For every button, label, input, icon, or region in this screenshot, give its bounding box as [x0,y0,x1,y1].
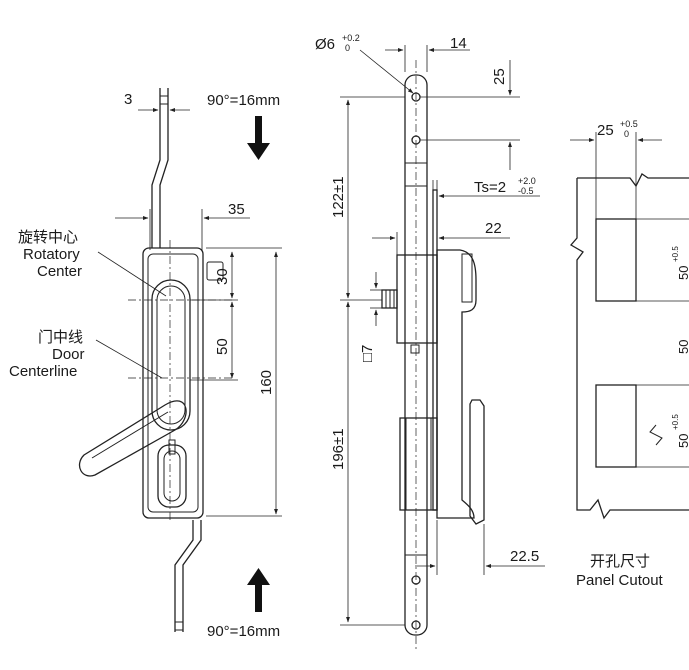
ts-tolerance-upper: +2.0 [518,176,536,186]
door-centerline-label-cn: 门中线 [38,329,83,346]
front-view [79,88,282,632]
motion-arrow-down [247,116,270,160]
cutout-view [569,132,689,520]
cutout-upper-tol: +0.5 [671,246,680,262]
dim-160: 160 [258,370,275,395]
rotary-center-label-cn: 旋转中心 [18,229,78,246]
dim-square-7: □7 [359,345,376,362]
dim-196: 196±1 [330,428,347,470]
dim-22-5: 22.5 [510,548,539,565]
cutout-upper-height: 50 [676,266,689,280]
dim-50-front: 50 [214,338,231,355]
dim-122: 122±1 [330,176,347,218]
door-centerline-label-en2: Centerline [9,363,77,380]
cutout-spacing: 50 [676,340,689,354]
ts-label: Ts=2 [474,179,506,196]
hole-tolerance-lower: 0 [345,43,350,53]
rotary-center-label-en1: Rotatory [23,246,80,263]
motion-label-bottom: 90°=16mm [207,623,280,640]
cutout-width-tol-lower: 0 [624,129,629,139]
motion-arrow-up [247,568,270,612]
dim-14: 14 [450,35,467,52]
dim-30: 30 [214,268,231,285]
cutout-width-tol-upper: +0.5 [620,119,638,129]
rod-hole-bottom [411,620,421,630]
cutout-title-cn: 开孔尺寸 [590,553,650,570]
annotations: 旋转中心 Rotatory Center 门中线 Door Centerline… [9,33,689,640]
motion-label-top: 90°=16mm [207,92,280,109]
hole-tolerance-upper: +0.2 [342,33,360,43]
cutout-lower-tol: +0.5 [671,414,680,430]
cutout-lower-height: 50 [676,434,689,448]
rotary-center-label-en2: Center [37,263,82,280]
door-centerline-label-en1: Door [52,346,85,363]
dim-25-side: 25 [491,68,508,85]
dim-35: 35 [228,201,245,218]
dim-3: 3 [124,91,132,108]
ts-tolerance-lower: -0.5 [518,186,534,196]
cutout-width: 25 [597,122,614,139]
dim-22: 22 [485,220,502,237]
side-view [340,45,545,650]
hole-diameter: Ø6 [315,36,335,53]
cutout-title-en: Panel Cutout [576,572,664,589]
